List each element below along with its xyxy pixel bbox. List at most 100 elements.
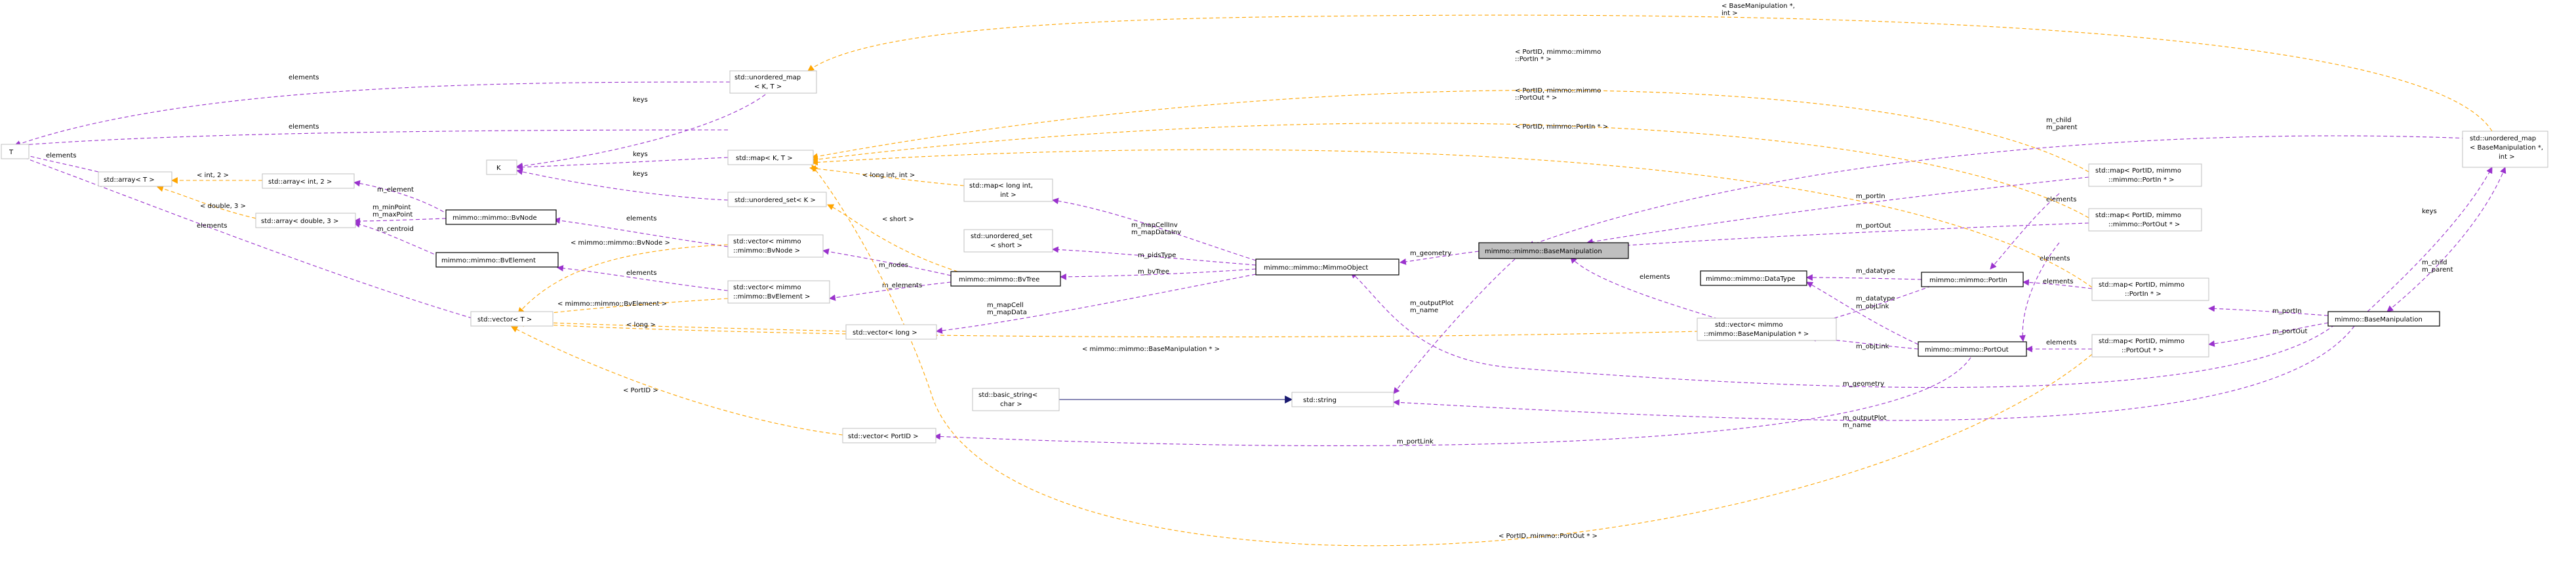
svg-text:< PortID >: < PortID >	[623, 387, 658, 394]
edge-right-portin: m_portIn	[2208, 305, 2329, 316]
node-T[interactable]: T	[1, 144, 30, 159]
node-unordered-set-k[interactable]: std::unordered_set< K >	[727, 192, 827, 207]
svg-text:m_geometry: m_geometry	[1410, 250, 1451, 257]
svg-text:m_nodes: m_nodes	[879, 262, 908, 269]
node-map-portid-portout-short[interactable]: std::map< PortID, mimmo ::PortOut * >	[2091, 334, 2209, 358]
svg-text:m_parent: m_parent	[2046, 124, 2078, 131]
node-string[interactable]: std::string	[1291, 392, 1394, 407]
svg-text:m_portLink: m_portLink	[1397, 438, 1434, 445]
node-map-longint[interactable]: std::map< long int, int >	[963, 178, 1053, 202]
svg-text:m_name: m_name	[1843, 422, 1871, 429]
edge-map-keys: keys	[516, 151, 729, 171]
node-vector-t[interactable]: std::vector< T >	[470, 311, 553, 327]
svg-text:std::array< T >: std::array< T >	[104, 176, 155, 184]
svg-text:< mimmo::mimmo::BvElement >: < mimmo::mimmo::BvElement >	[557, 300, 667, 308]
svg-text:mimmo::mimmo::DataType: mimmo::mimmo::DataType	[1706, 276, 1796, 283]
edge-vector-elements: elements	[14, 153, 473, 319]
svg-text:m_geometry: m_geometry	[1843, 381, 1884, 388]
edge-tpl-longint: < long int, int >	[809, 165, 965, 186]
edge-portin-datatype: m_datatype	[1806, 268, 1922, 281]
svg-text:::mimmo::PortIn * >: ::mimmo::PortIn * >	[2108, 176, 2174, 184]
svg-text:std::map< PortID, mimmo: std::map< PortID, mimmo	[2095, 167, 2181, 175]
svg-text:elements: elements	[2040, 255, 2070, 262]
node-mimmoobject[interactable]: mimmo::mimmo::MimmoObject	[1255, 258, 1399, 276]
svg-text:keys: keys	[633, 151, 648, 158]
node-unordered-set-short[interactable]: std::unordered_set < short >	[963, 229, 1053, 253]
edge-tpl-portid-portin-full: < PortID, mimmo::mimmo ::PortIn * >	[811, 49, 2089, 173]
svg-text:elements: elements	[1640, 274, 1670, 281]
svg-text:mimmo::mimmo::BvTree: mimmo::mimmo::BvTree	[959, 276, 1039, 283]
node-basemanipulation-focus[interactable]: mimmo::mimmo::BaseManipulation	[1478, 242, 1629, 259]
node-basic-string[interactable]: std::basic_string< char >	[972, 388, 1060, 411]
svg-text:int >: int >	[1000, 192, 1016, 199]
svg-text:std::unordered_set: std::unordered_set	[971, 233, 1032, 240]
node-vector-portid[interactable]: std::vector< PortID >	[842, 428, 936, 443]
node-vector-basemanip[interactable]: std::vector< mimmo ::mimmo::BaseManipula…	[1697, 318, 1837, 341]
node-array-double3[interactable]: std::array< double, 3 >	[255, 213, 356, 228]
svg-text:m_pidsType: m_pidsType	[1138, 252, 1176, 259]
edge-mpo-portout: m_portOut	[1590, 222, 2089, 251]
svg-text:int >: int >	[2499, 154, 2515, 161]
node-datatype[interactable]: mimmo::mimmo::DataType	[1700, 270, 1807, 286]
svg-text:m_datatype: m_datatype	[1856, 268, 1895, 275]
node-unordered-map-kt[interactable]: std::unordered_map < K, T >	[729, 70, 817, 94]
edge-bvtree-elements: m_elements	[829, 281, 952, 301]
edge-umb-child: m_child m_parent	[2386, 167, 2506, 312]
svg-text:m_child: m_child	[2422, 259, 2447, 266]
svg-text:std::unordered_map: std::unordered_map	[2470, 135, 2536, 142]
edge-tpl-int2: < int, 2 >	[171, 172, 263, 184]
node-array-int2[interactable]: std::array< int, 2 >	[262, 173, 355, 189]
edge-portout-datatype: m_datatype	[1806, 281, 1919, 345]
edge-mo-mapcell: m_mapCell m_mapData	[936, 274, 1257, 334]
svg-text:::PortIn * >: ::PortIn * >	[1515, 56, 1552, 63]
svg-text:m_datatype: m_datatype	[1856, 295, 1895, 302]
node-vector-long[interactable]: std::vector< long >	[845, 324, 937, 340]
edge-um-keys: keys	[516, 90, 771, 169]
svg-text:m_child: m_child	[2046, 117, 2071, 124]
svg-text:std::map< long int,: std::map< long int,	[969, 182, 1033, 190]
svg-text:< int, 2 >: < int, 2 >	[197, 172, 229, 179]
svg-text:K: K	[496, 165, 501, 172]
svg-text:std::vector< T >: std::vector< T >	[477, 316, 532, 323]
edge-portout-portlink: m_portLink	[934, 357, 1971, 447]
svg-text:std::basic_string<: std::basic_string<	[978, 392, 1037, 399]
node-unordered-map-basemanip[interactable]: std::unordered_map < BaseManipulation *,…	[2462, 131, 2548, 168]
node-vector-bvnode[interactable]: std::vector< mimmo ::mimmo::BvNode >	[727, 234, 824, 258]
svg-text:m_mapCell: m_mapCell	[987, 302, 1024, 309]
edge-bm-geometry: m_geometry	[1399, 250, 1479, 265]
svg-text:elements: elements	[626, 215, 656, 222]
node-map-kt[interactable]: std::map< K, T >	[727, 150, 814, 165]
node-bvtree[interactable]: mimmo::mimmo::BvTree	[950, 271, 1061, 287]
svg-text:std::vector< mimmo: std::vector< mimmo	[733, 284, 801, 291]
edge-vbn-elements: elements	[553, 215, 729, 247]
svg-text:::mimmo::BaseManipulation * >: ::mimmo::BaseManipulation * >	[1704, 331, 1809, 338]
edge-tpl-portid-portout-short: < PortID, mimmo::PortOut * >	[811, 165, 2093, 546]
node-K[interactable]: K	[486, 159, 517, 175]
svg-text:m_portOut: m_portOut	[1856, 222, 1891, 230]
node-vector-bvelement[interactable]: std::vector< mimmo ::mimmo::BvElement >	[727, 280, 830, 304]
svg-text:mimmo::BaseManipulation: mimmo::BaseManipulation	[2335, 316, 2423, 323]
svg-text:m_outputPlot: m_outputPlot	[1410, 300, 1454, 307]
node-map-portid-portin-full[interactable]: std::map< PortID, mimmo ::mimmo::PortIn …	[2088, 163, 2202, 187]
svg-text:elements: elements	[2046, 339, 2076, 346]
svg-text:std::unordered_set< K >: std::unordered_set< K >	[735, 197, 816, 204]
node-bvnode[interactable]: mimmo::mimmo::BvNode	[445, 209, 557, 225]
node-portin[interactable]: mimmo::mimmo::PortIn	[1921, 272, 2024, 287]
node-portout[interactable]: mimmo::mimmo::PortOut	[1918, 341, 2027, 357]
node-bvelement[interactable]: mimmo::mimmo::BvElement	[435, 252, 559, 268]
svg-text:m_portOut: m_portOut	[2272, 328, 2307, 335]
node-map-portid-portin-short[interactable]: std::map< PortID, mimmo ::PortIn * >	[2091, 278, 2209, 301]
edge-bvnode-melement: m_element	[353, 180, 450, 216]
svg-text:< PortID, mimmo::PortOut * >: < PortID, mimmo::PortOut * >	[1499, 533, 1598, 540]
svg-text:m_mapCellInv: m_mapCellInv	[1131, 222, 1178, 229]
svg-text:elements: elements	[289, 123, 319, 131]
edge-tpl-short: < short >	[827, 204, 965, 274]
node-basemanipulation-right[interactable]: mimmo::BaseManipulation	[2327, 311, 2440, 327]
svg-text:::mimmo::BvElement >: ::mimmo::BvElement >	[733, 293, 810, 300]
node-map-portid-portout-full[interactable]: std::map< PortID, mimmo ::mimmo::PortOut…	[2088, 208, 2202, 232]
svg-text:< long int, int >: < long int, int >	[862, 172, 915, 179]
node-array-t[interactable]: std::array< T >	[98, 171, 172, 187]
edge-right-geometry: m_geometry	[1350, 272, 2335, 388]
svg-text:mimmo::mimmo::BvElement: mimmo::mimmo::BvElement	[441, 257, 536, 264]
svg-text:m_bvTree: m_bvTree	[1138, 268, 1169, 276]
